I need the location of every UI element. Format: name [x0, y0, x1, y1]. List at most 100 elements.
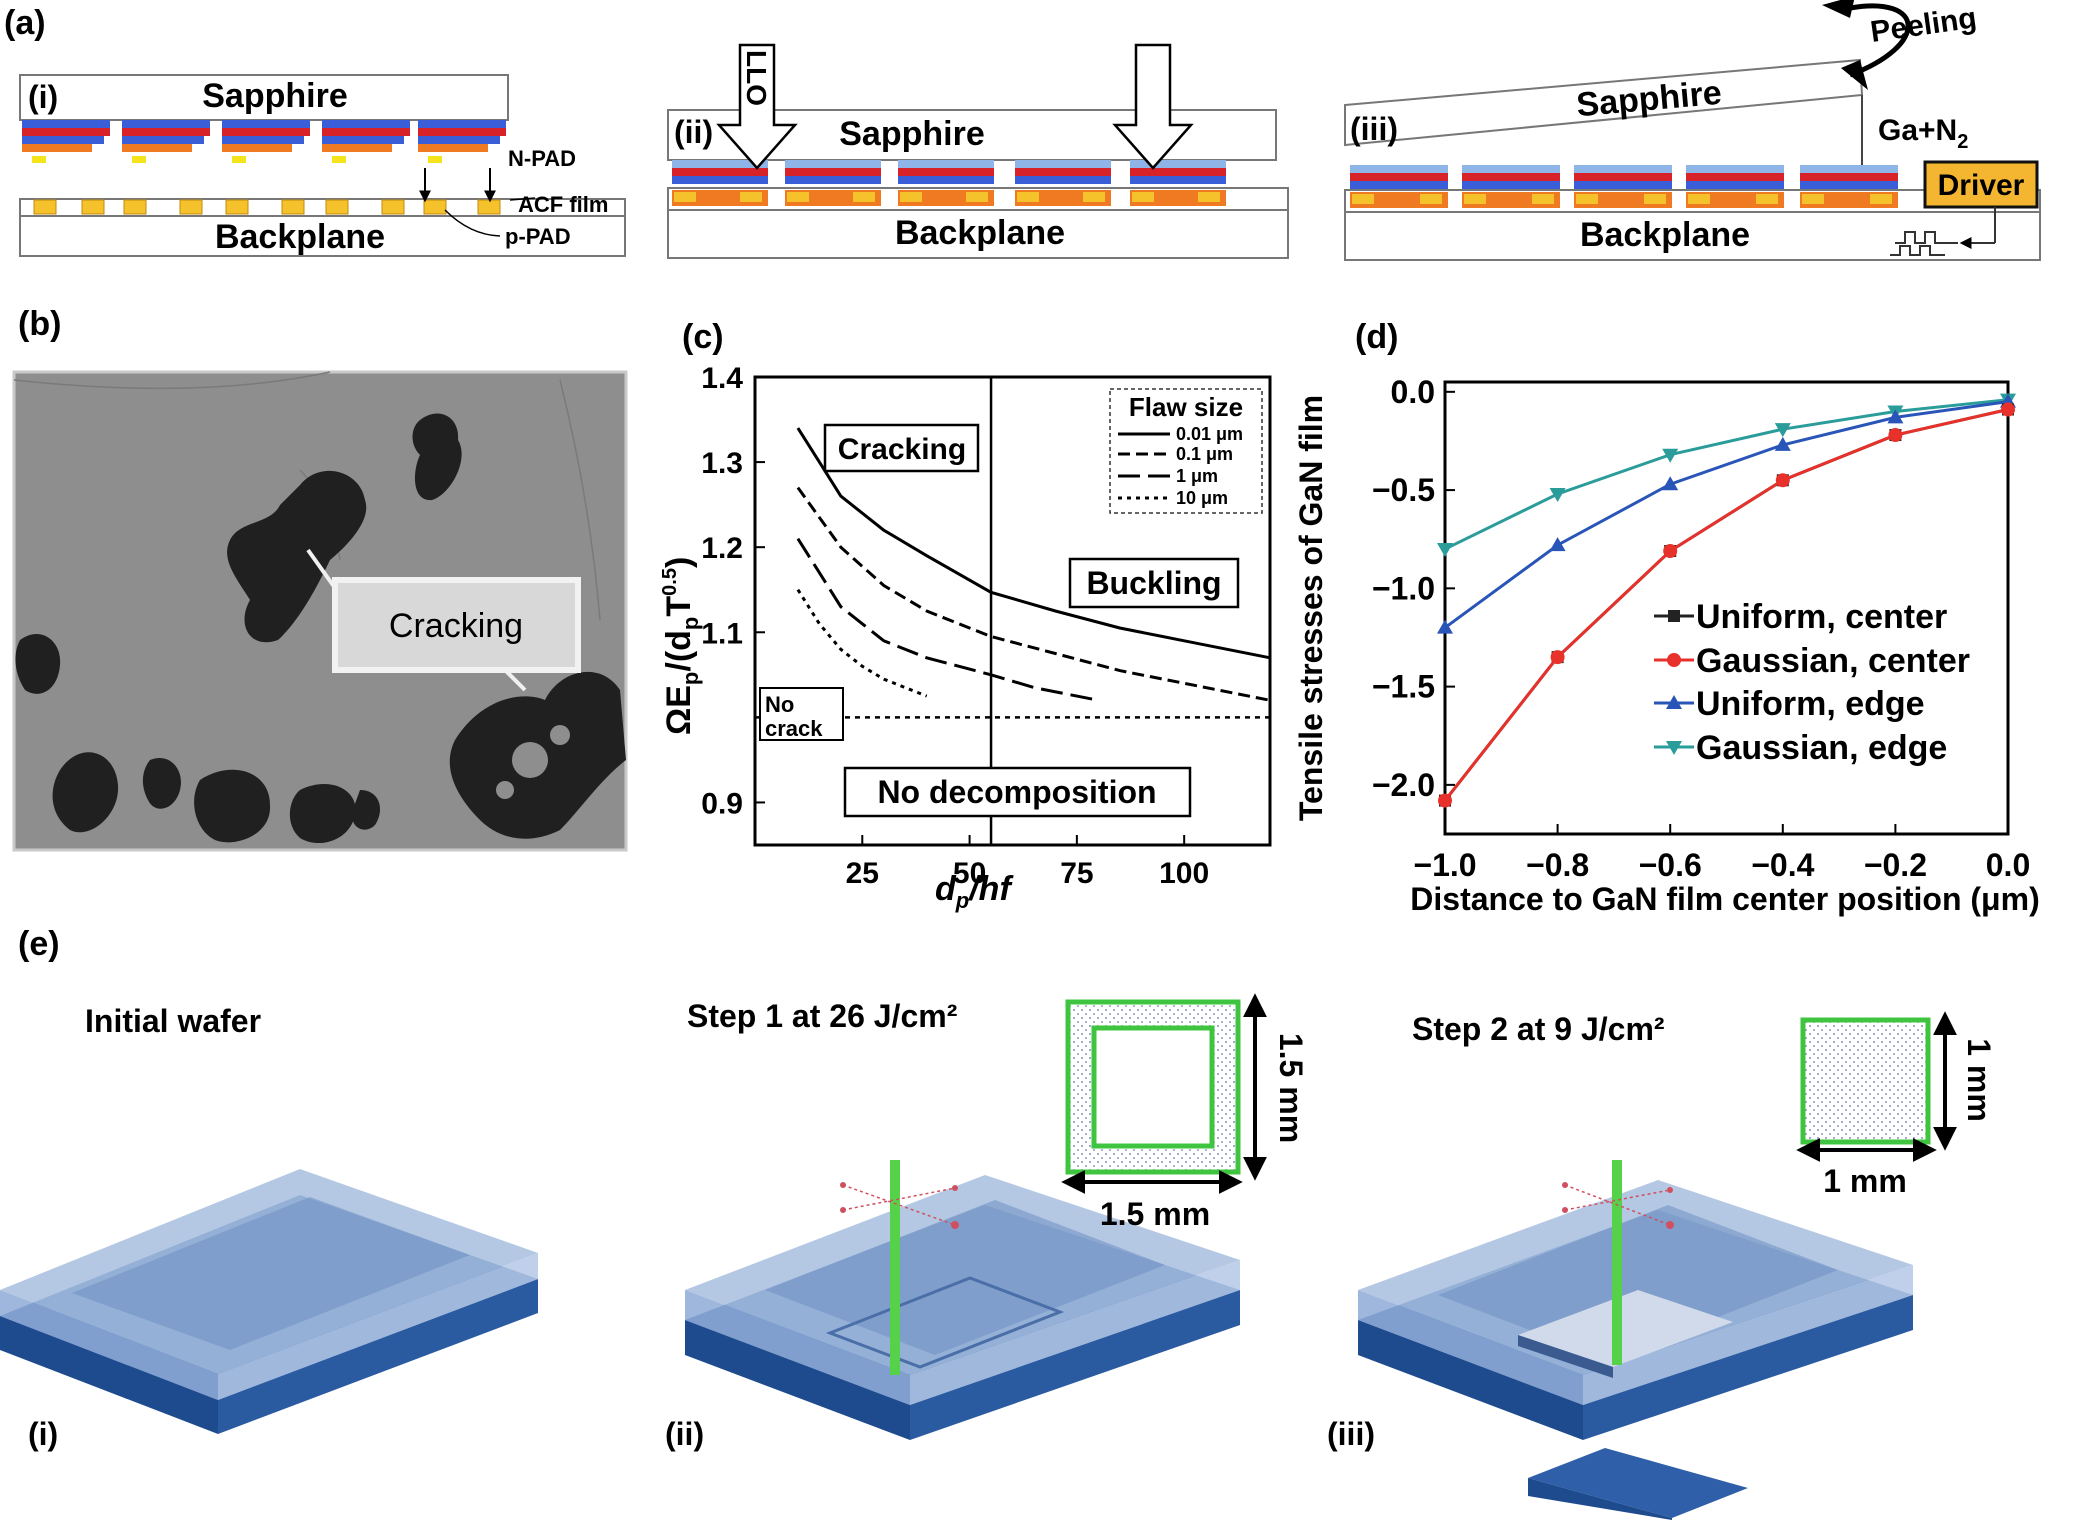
chart-d-frame: [1443, 380, 2010, 836]
d-point-3-0: [1437, 543, 1453, 558]
panel-label-a: (a): [4, 4, 46, 42]
legend-item-1: 0.1 μm: [1176, 444, 1233, 464]
panel-e-ii: Step 1 at 26 J/cm² 1.5 mm 1.5 mm (ii): [665, 993, 1309, 1452]
c-ytick-label-0: 0.9: [701, 787, 743, 820]
chart-d-ylabel: Tensile stresses of GaN film: [1293, 395, 1329, 821]
d-point-2-2: [1662, 476, 1679, 491]
region-nocrack-label-2: crack: [765, 716, 823, 741]
d-point-2-1: [1549, 537, 1566, 552]
d-xtick-label-1: −0.8: [1526, 847, 1589, 883]
region-nocrack-label-1: No: [765, 692, 794, 717]
c-xtick-label-2: 75: [1060, 857, 1093, 890]
chart-c-lines: [755, 377, 1271, 845]
led-chips-ii: [672, 160, 1226, 184]
region-buckling-box: [1068, 557, 1240, 609]
legend-item-2: 1 μm: [1176, 466, 1218, 486]
c-series-line-0: [796, 427, 1271, 660]
legend-d-3: Gaussian, edge: [1696, 729, 1947, 767]
d-point-1-2: [1663, 544, 1678, 559]
c-ytick-label-1: 1.1: [701, 617, 743, 650]
d-point-2-3: [1774, 436, 1791, 451]
ppad-label: p-PAD: [505, 224, 571, 249]
d-xtick-label-4: −0.2: [1864, 847, 1927, 883]
d-xtick-label-2: −0.6: [1639, 847, 1702, 883]
backplane-ii-label: Backplane: [895, 214, 1065, 252]
dim-ii-h: 1.5 mm: [1273, 1033, 1309, 1143]
d-point-3-1: [1549, 488, 1566, 503]
region-buckling-label: Buckling: [1086, 565, 1221, 601]
pulse-signal: [1895, 231, 1958, 244]
panel-a-i-label: (i): [28, 79, 58, 115]
driver-box: [1923, 160, 2039, 209]
panel-label-d: (d): [1355, 318, 1398, 356]
llo-label: LLO: [741, 50, 772, 106]
chart-c-ticks: 25 50 75 100 0.9 1.1 1.2 1.3 1.4: [701, 362, 1209, 890]
panel-e-i: Initial wafer (i): [0, 1003, 538, 1452]
dim-iii-h: 1 mm: [1961, 1038, 1997, 1122]
dim-box-iii: 1 mm 1 mm: [1796, 1011, 1997, 1199]
chart-c: 25 50 75 100 0.9 1.1 1.2 1.3 1.4 ΩEp/(dpT0.5) dp…: [659, 362, 1272, 913]
lifted-chip: [1528, 1448, 1748, 1520]
region-nodecomp-label: No decomposition: [877, 774, 1156, 810]
llo-arrow-right: [1112, 43, 1194, 170]
backplane-i-label: Backplane: [215, 218, 385, 256]
backplane-ii: [667, 209, 1289, 259]
laser-beam-iii: [1612, 1160, 1622, 1365]
npad-label: N-PAD: [508, 146, 576, 171]
legend-d-2: Uniform, edge: [1696, 685, 1925, 723]
d-point-1-1: [1550, 650, 1565, 665]
d-ytick-label-3: −0.5: [1372, 472, 1435, 508]
chart-c-legend: Flaw size 0.01 μm 0.1 μm 1 μm 10 μm: [1109, 388, 1263, 514]
panel-e-ii-label: (ii): [665, 1416, 704, 1452]
panel-e-i-label: (i): [28, 1416, 58, 1452]
panel-a-ii: (ii) Sapphire Backplane LLO: [667, 43, 1289, 259]
region-nodecomp-box: [843, 766, 1192, 818]
backplane-iii-label: Backplane: [1580, 216, 1750, 254]
d-xtick-label-0: −1.0: [1413, 847, 1476, 883]
d-point-1-3: [1775, 473, 1790, 488]
dim-box-ii: 1.5 mm 1.5 mm: [1061, 993, 1309, 1232]
panel-a-iii: (iii) Sapphire Peeling Ga+N2 Backplane: [1344, 0, 2041, 261]
sem-image: Cracking: [12, 370, 628, 852]
d-point-3-3: [1774, 423, 1791, 438]
region-cracking-label: Cracking: [838, 433, 966, 466]
d-ytick-label-0: −2.0: [1372, 767, 1435, 803]
sapphire-i: [19, 74, 509, 121]
c-xtick-label-0: 25: [846, 857, 879, 890]
d-point-2-0: [1437, 619, 1453, 634]
laser-beam-ii: [890, 1160, 900, 1375]
dim-iii-w: 1 mm: [1823, 1163, 1907, 1199]
c-series-line-2: [796, 537, 1099, 702]
d-point-1-0: [1438, 793, 1452, 808]
d-point-1-5: [2001, 402, 2015, 417]
panel-e-ii-title: Step 1 at 26 J/cm²: [687, 998, 957, 1034]
c-series-line-1: [796, 486, 1271, 702]
panel-e-iii: Step 2 at 9 J/cm² 1 mm 1 mm: [1327, 1011, 1997, 1520]
d-xtick-label-5: 0.0: [1986, 847, 2030, 883]
d-point-1-4: [1888, 428, 1903, 443]
panel-a-ii-label: (ii): [674, 114, 713, 150]
c-ytick-label-4: 1.4: [701, 362, 743, 395]
sapphire-iii-label: Sapphire: [1575, 74, 1723, 125]
chart-c-xlabel: dp/hf: [935, 870, 1014, 913]
d-ytick-label-4: 0.0: [1391, 374, 1435, 410]
panel-e-i-title: Initial wafer: [85, 1003, 261, 1039]
d-point-3-2: [1662, 448, 1679, 463]
c-ytick-label-3: 1.3: [701, 447, 743, 480]
c-ytick-label-2: 1.2: [701, 532, 743, 565]
peeling-arrow: [1849, 3, 1911, 78]
d-ytick-label-1: −1.5: [1372, 669, 1435, 705]
legend-item-0: 0.01 μm: [1176, 424, 1243, 444]
d-series-line-3: [1444, 398, 2009, 551]
sapphire-ii-label: Sapphire: [839, 115, 984, 153]
led-chips-i: [22, 120, 506, 163]
c-xtick-label-1: 50: [953, 857, 986, 890]
chart-c-frame: [753, 375, 1272, 847]
chart-c-ylabel: ΩEp/(dpT0.5): [659, 557, 703, 735]
d-ytick-label-2: −1.0: [1372, 570, 1435, 606]
c-series-line-3: [796, 588, 928, 698]
pads-ii: [672, 190, 1226, 206]
panel-label-b: (b): [18, 305, 61, 343]
c-xtick-label-3: 100: [1159, 857, 1209, 890]
